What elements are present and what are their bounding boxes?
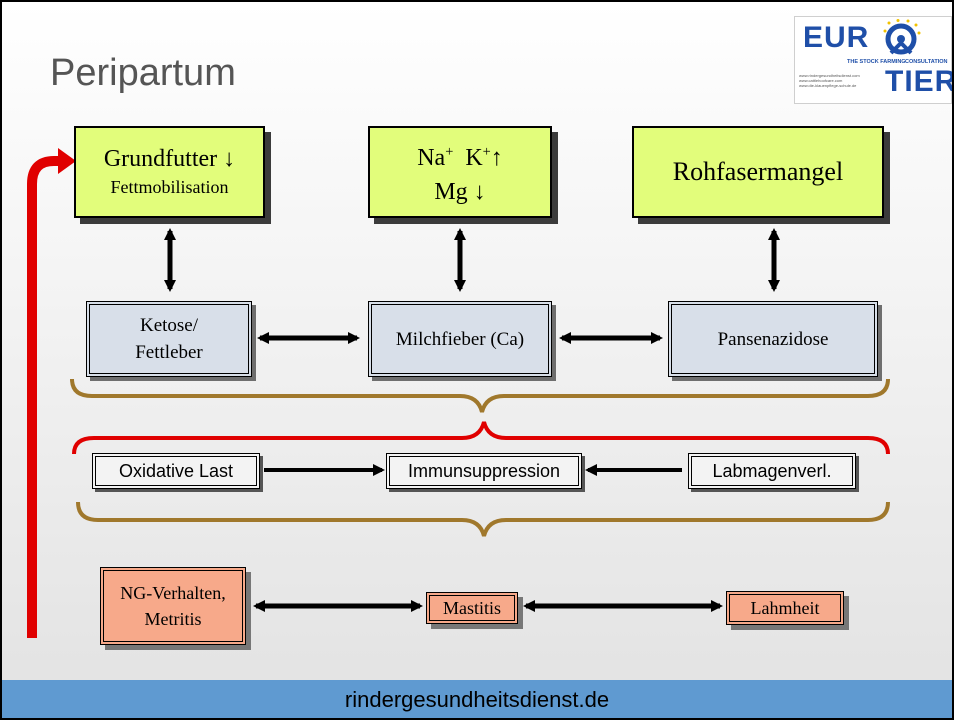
logo-urls: www.rindergesundheitsdienst.com www.catt… [799, 73, 885, 88]
sodium-symbol: Na [417, 145, 446, 171]
logo-tier-text: TIER [885, 65, 954, 98]
feedback-arrow [27, 156, 60, 638]
mineral-line1: Na+ K+↑ [417, 135, 503, 175]
logo-euro-text: EUR [803, 21, 870, 54]
box-oxidative-last: Oxidative Last [92, 453, 260, 489]
milchfieber-label: Milchfieber (Ca) [395, 328, 525, 350]
sodium-charge: + [445, 144, 454, 160]
labmagen-label: Labmagenverl. [712, 460, 832, 481]
logo-tagline-right: CONSULTATION [905, 59, 948, 65]
metritis-label: Metritis [144, 609, 202, 629]
footer-url: rindergesundheitsdienst.de [344, 687, 610, 712]
box-ng-metritis: NG-Verhalten, Metritis [100, 567, 246, 645]
box-mineralien: Na+ K+↑ Mg ↓ [368, 126, 552, 218]
slide-title: Peripartum [50, 52, 236, 94]
feedback-arrow-head [58, 148, 76, 174]
potassium-symbol: K [465, 145, 483, 171]
grundfutter-label: Grundfutter ↓ [103, 146, 236, 172]
box-lahmheit: Lahmheit [726, 591, 844, 625]
logo-tagline-left: THE STOCK FARMING [847, 59, 906, 65]
fettmobilisation-label: Fettmobilisation [110, 177, 229, 197]
box-grundfutter: Grundfutter ↓ Fettmobilisation [74, 126, 265, 218]
lahmheit-label: Lahmheit [750, 598, 820, 618]
box-labmagenverlagerung: Labmagenverl. [688, 453, 856, 489]
box-immunsuppression: Immunsuppression [386, 453, 582, 489]
logo-url: www.rindergesundheitsdienst.com [799, 73, 860, 78]
rohfasermangel-label: Rohfasermangel [672, 157, 844, 186]
immunsuppression-label: Immunsuppression [407, 460, 561, 481]
oxidative-last-label: Oxidative Last [118, 460, 234, 481]
fettleber-label: Fettleber [135, 342, 203, 363]
potassium-charge: + [482, 144, 491, 160]
box-milchfieber: Milchfieber (Ca) [368, 301, 552, 377]
brace-red [72, 421, 890, 455]
pansenazidose-label: Pansenazidose [717, 328, 829, 350]
ng-verhalten-label: NG-Verhalten, [120, 583, 226, 603]
logo-url: www.cattlehoofcare.com [799, 78, 843, 83]
eurotier-logo: EUR THE STOCK FARMING CONSULTATION www.r… [794, 16, 952, 104]
box-rohfasermangel: Rohfasermangel [632, 126, 884, 218]
ketose-label: Ketose/ [139, 315, 199, 336]
brace-top-brown [70, 378, 890, 413]
mineral-line2: Mg ↓ [434, 179, 486, 205]
box-mastitis: Mastitis [426, 592, 518, 624]
footer-bar: rindergesundheitsdienst.de [2, 680, 952, 718]
up-arrow-icon: ↑ [490, 145, 503, 171]
logo-url: www.die-klauenpflege-schule.de [799, 83, 857, 88]
box-ketose: Ketose/ Fettleber [86, 301, 252, 377]
brace-bottom-brown [76, 501, 890, 537]
box-pansenazidose: Pansenazidose [668, 301, 878, 377]
mastitis-label: Mastitis [442, 598, 501, 618]
logo-emblem-icon [883, 19, 921, 55]
